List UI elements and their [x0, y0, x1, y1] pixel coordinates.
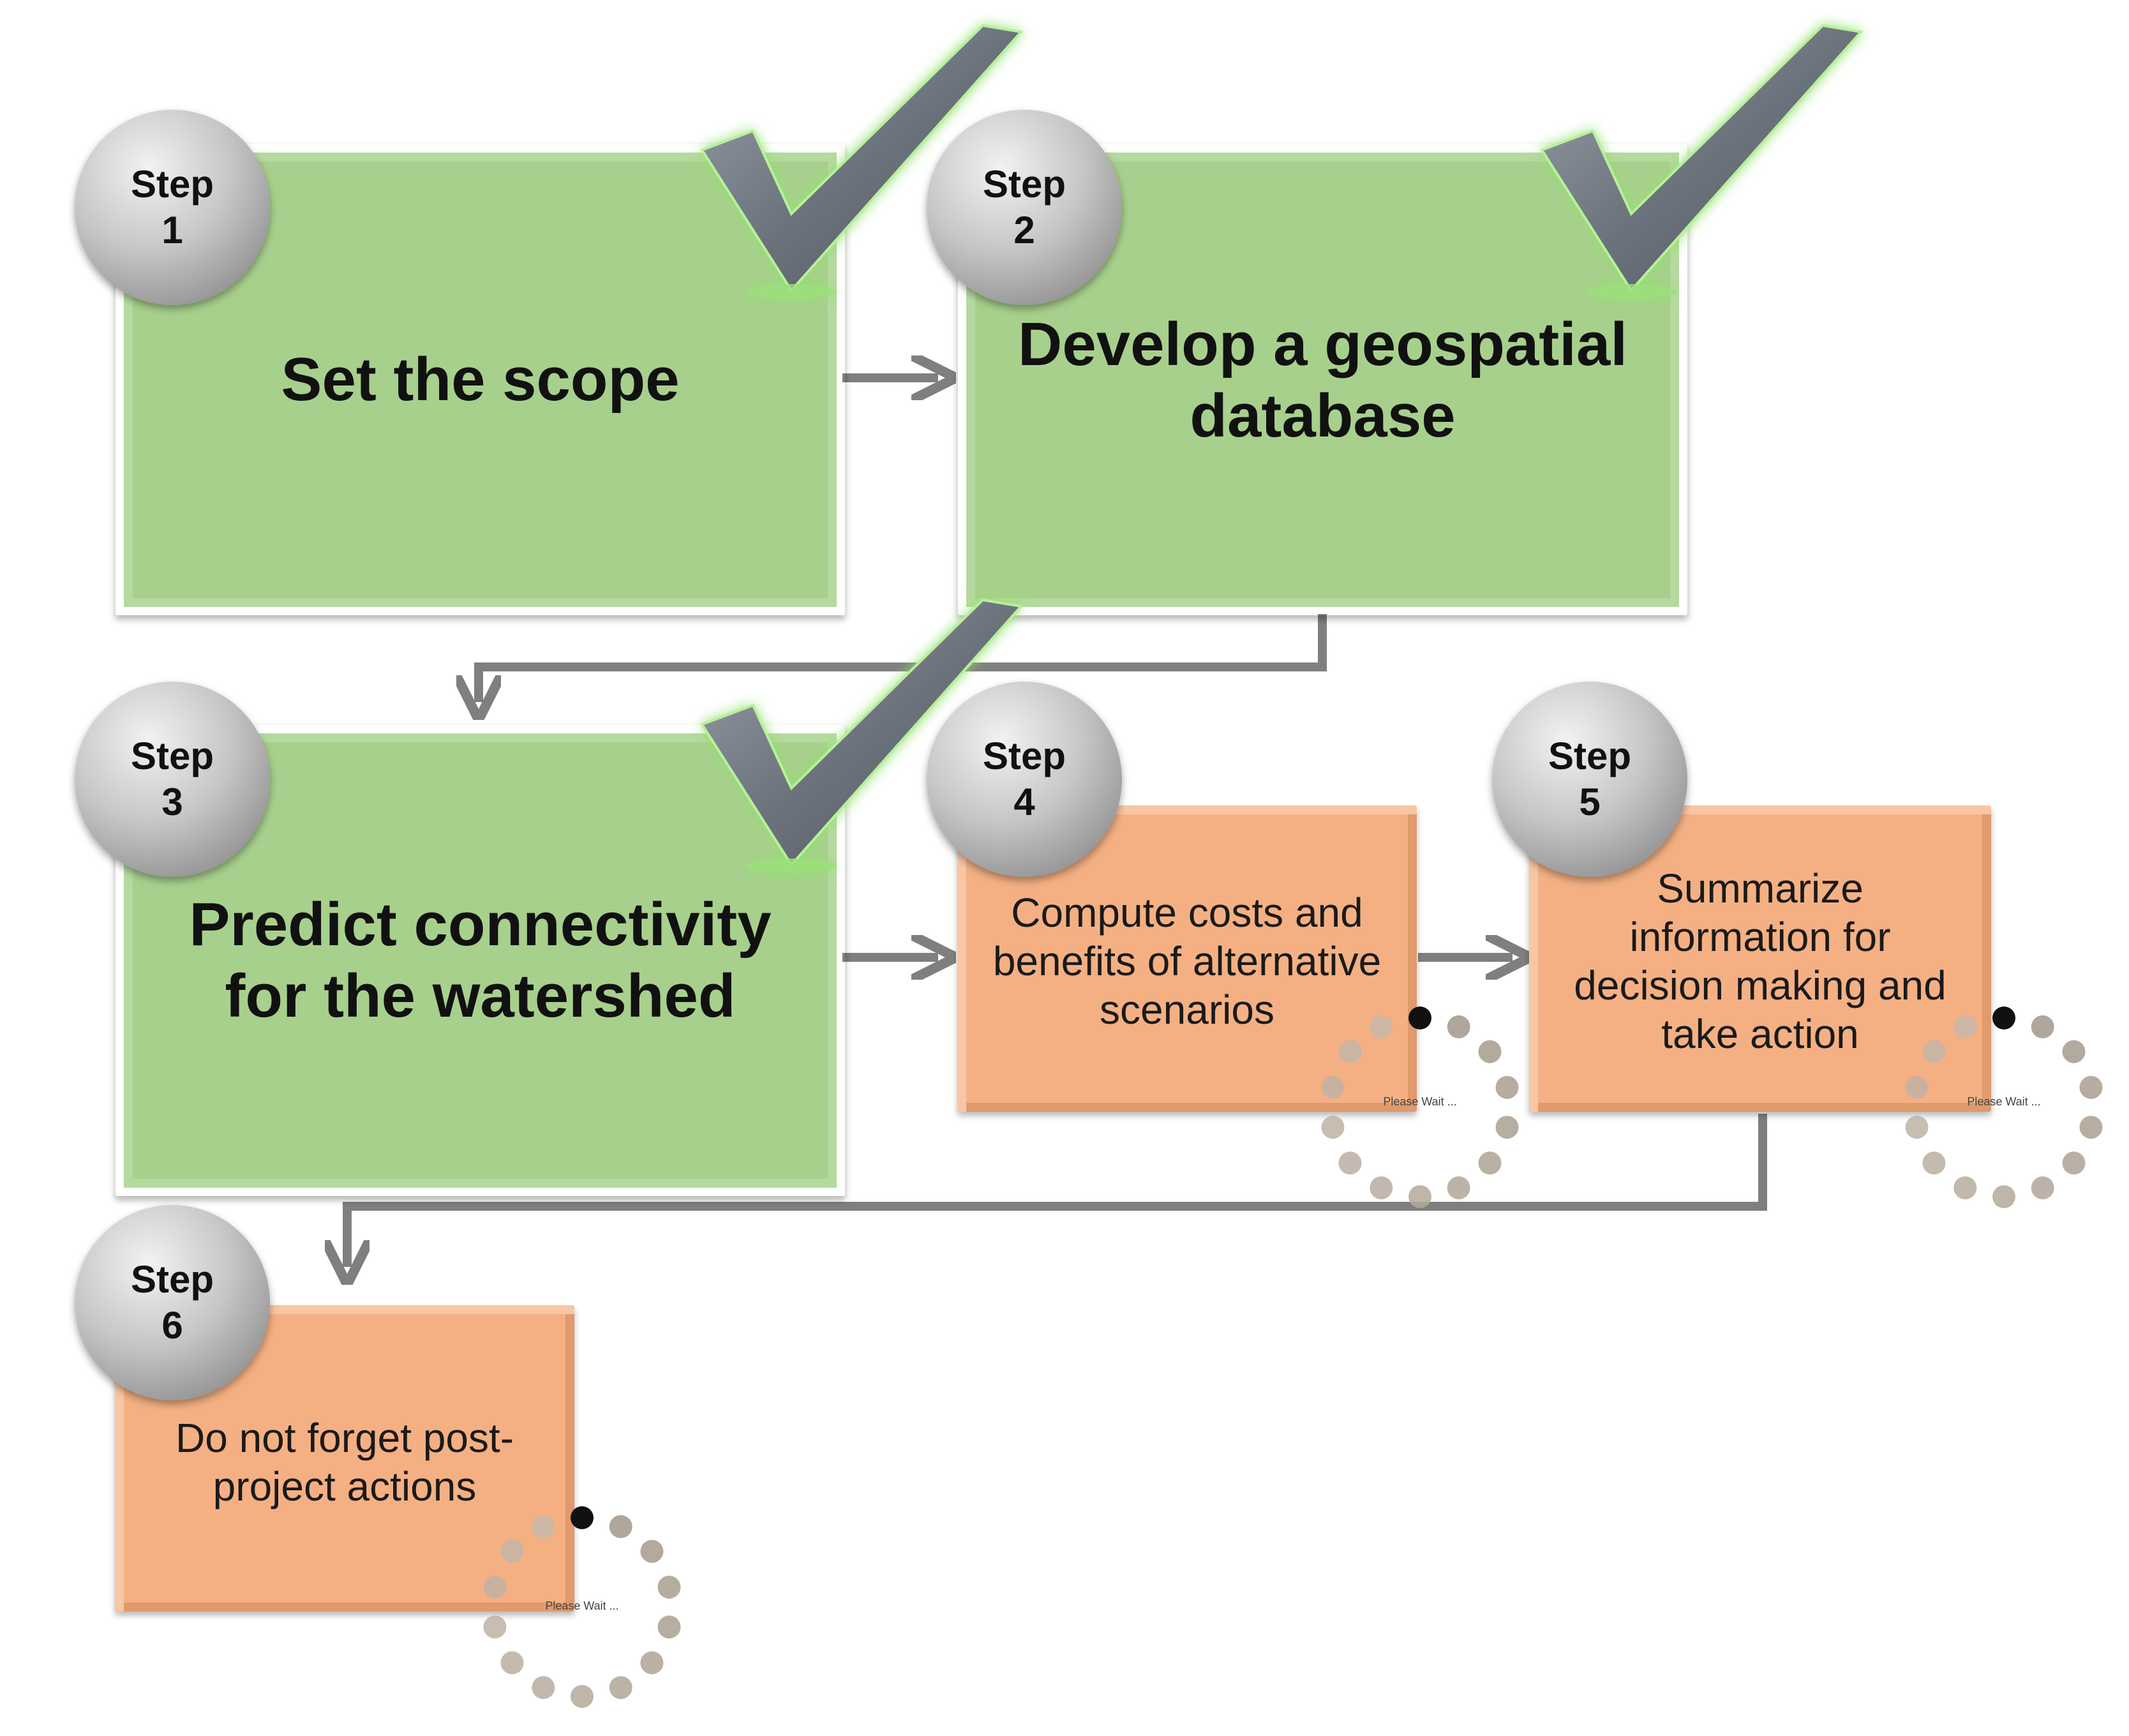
step-2-badge: Step 2 — [927, 110, 1122, 305]
spinner-dot — [2031, 1015, 2054, 1038]
spinner-dot — [1447, 1176, 1470, 1200]
step-4-word: Step — [982, 735, 1066, 777]
step-5-title: Summarize information for decision makin… — [1574, 865, 1946, 1057]
spinner-dot — [609, 1515, 632, 1538]
step-6-title: Do not forget post- project actions — [175, 1415, 514, 1509]
step-1-word: Step — [130, 163, 214, 206]
step-5-word: Step — [1548, 735, 1632, 777]
step-5-badge: Step 5 — [1492, 682, 1687, 877]
step-2-box: Develop a geospatial database — [957, 144, 1688, 616]
step-3-number: 3 — [161, 781, 183, 823]
spinner-dot — [483, 1615, 507, 1639]
spinner-dot — [2079, 1075, 2103, 1099]
step-1-badge: Step 1 — [75, 110, 270, 305]
step-2-word: Step — [982, 163, 1066, 206]
spinner-dot — [1953, 1176, 1977, 1200]
spinner-dot — [2062, 1040, 2086, 1063]
step-6-badge: Step 6 — [75, 1205, 270, 1400]
spinner-dot — [2062, 1151, 2086, 1175]
step-2-number: 2 — [1013, 209, 1035, 251]
spinner-dot — [1478, 1151, 1502, 1175]
spinner-dot — [609, 1676, 632, 1700]
spinner-dot — [1992, 1006, 2015, 1029]
step-4-number: 4 — [1013, 781, 1035, 823]
spinner-dot — [1495, 1116, 1519, 1139]
step-2-title: Develop a geospatial database — [1018, 310, 1627, 450]
step-5-box: Summarize information for decision makin… — [1529, 805, 1991, 1112]
spinner-dot — [657, 1615, 681, 1639]
spinner-dot — [532, 1676, 555, 1700]
spinner-dot — [1408, 1185, 1431, 1208]
spinner-dot — [657, 1575, 681, 1599]
step-4-badge: Step 4 — [927, 682, 1122, 877]
step-1-title: Set the scope — [281, 345, 680, 414]
spinner-dot — [1495, 1075, 1519, 1099]
step-5-number: 5 — [1579, 781, 1601, 823]
connector-2-3 — [479, 614, 1327, 702]
spinner-dot — [1447, 1015, 1470, 1038]
spinner-dot — [500, 1651, 524, 1675]
step-6-word: Step — [130, 1258, 214, 1301]
spinner-dot — [1922, 1151, 1946, 1175]
step-3-word: Step — [130, 735, 214, 777]
step-6-number: 6 — [161, 1304, 183, 1347]
spinner-dot — [2031, 1176, 2054, 1200]
spinner-dot — [1370, 1176, 1393, 1200]
spinner-dot — [571, 1685, 594, 1708]
step-3-badge: Step 3 — [75, 682, 270, 877]
spinner-dot — [1478, 1040, 1502, 1063]
step-3-title: Predict connectivity for the watershed — [189, 890, 772, 1030]
spinner-dot — [640, 1539, 664, 1563]
spinner-dot — [1905, 1116, 1929, 1139]
spinner-dot — [1338, 1151, 1362, 1175]
spinner-dot — [1321, 1116, 1345, 1139]
spinner-dot — [2079, 1116, 2103, 1139]
spinner-dot — [1992, 1185, 2015, 1208]
step-4-title: Compute costs and benefits of alternativ… — [992, 890, 1382, 1033]
step-1-number: 1 — [161, 209, 183, 251]
spinner-dot — [640, 1651, 664, 1675]
